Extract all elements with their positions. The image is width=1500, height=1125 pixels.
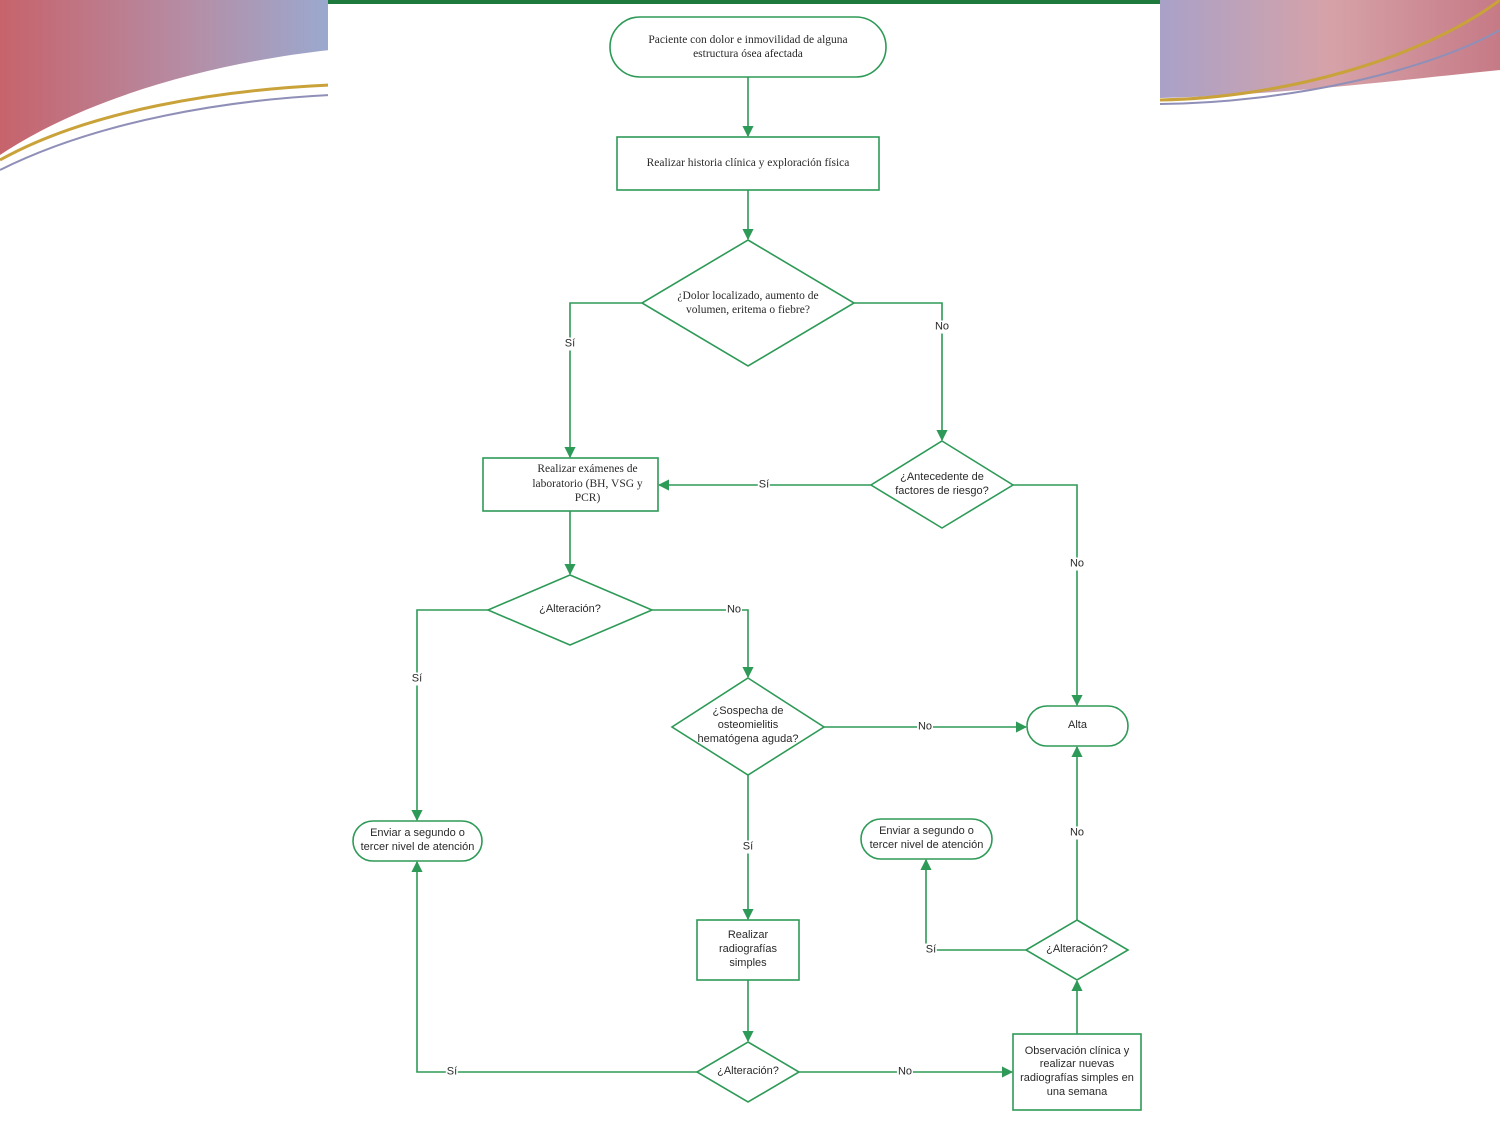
left-swoosh-line bbox=[0, 83, 331, 162]
left-swoosh bbox=[0, 0, 330, 155]
q-risk-text: ¿Antecedente de factores de riesgo? bbox=[895, 471, 989, 497]
label-risk-yes: Sí bbox=[757, 478, 771, 492]
alta-text: Alta bbox=[1068, 719, 1087, 732]
refer-right-text: Enviar a segundo o tercer nivel de atenc… bbox=[869, 825, 984, 851]
xray-node-text: Realizar radiografías simples bbox=[718, 929, 778, 969]
q-alt1-text: ¿Alteración? bbox=[539, 603, 601, 616]
q-pain-diamond bbox=[640, 239, 856, 367]
edge-alt2-yes bbox=[411, 860, 697, 1073]
right-swoosh bbox=[1160, 0, 1500, 98]
refer-left-text: Enviar a segundo o tercer nivel de atenc… bbox=[360, 827, 475, 853]
label-alt2-no: No bbox=[896, 1065, 914, 1079]
observe-node-text: Observación clínica y realizar nuevas ra… bbox=[1020, 1044, 1134, 1098]
observe-box bbox=[1012, 1033, 1142, 1111]
history-node-text: Realizar historia clínica y exploración … bbox=[646, 157, 850, 170]
q-pain-text: ¿Dolor localizado, aumento de volumen, e… bbox=[677, 289, 819, 316]
q-risk-diamond bbox=[869, 440, 1015, 529]
q-osteo-text: ¿Sospecha de osteomielitis hematógena ag… bbox=[697, 705, 799, 745]
label-pain-yes: Sí bbox=[563, 337, 577, 351]
q-alt2-diamond bbox=[695, 1041, 801, 1103]
history-box bbox=[616, 136, 880, 191]
edge-alt3-yes bbox=[920, 858, 1026, 951]
label-osteo-no: No bbox=[916, 720, 934, 734]
label-alt3-yes: Sí bbox=[924, 943, 938, 957]
edge-alt1-no bbox=[652, 609, 754, 679]
edge-pain-yes bbox=[564, 302, 642, 459]
right-swoosh-line bbox=[1159, 0, 1500, 102]
q-alt3-text: ¿Alteración? bbox=[1046, 943, 1108, 956]
label-pain-no: No bbox=[933, 320, 951, 334]
q-alt2-text: ¿Alteración? bbox=[717, 1065, 779, 1078]
edge-risk-no bbox=[1013, 484, 1083, 707]
document-top-bar bbox=[328, 0, 1160, 4]
label-osteo-yes: Sí bbox=[741, 840, 755, 854]
edge-pain-no bbox=[854, 302, 948, 442]
label-alt2-yes: Sí bbox=[445, 1065, 459, 1079]
label-alt1-no: No bbox=[725, 603, 743, 617]
edge-alt1-yes bbox=[411, 609, 488, 822]
start-node-text: Paciente con dolor e inmovilidad de algu… bbox=[648, 33, 848, 60]
label-alt3-no: No bbox=[1068, 826, 1086, 840]
label-alt1-yes: Sí bbox=[410, 672, 424, 686]
q-alt1-diamond bbox=[485, 574, 655, 646]
xray-box bbox=[696, 919, 800, 981]
label-risk-no: No bbox=[1068, 557, 1086, 571]
labs-node-text: Realizar exámenes de laboratorio (BH, VS… bbox=[532, 463, 643, 505]
